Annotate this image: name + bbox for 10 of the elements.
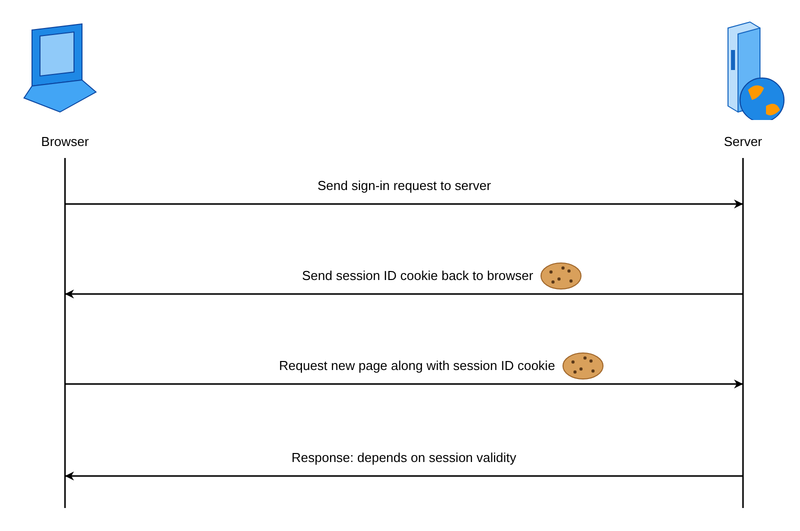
message-label: Response: depends on session validity [292, 450, 516, 465]
message-arrow [65, 472, 743, 480]
message-label: Send sign-in request to server [318, 178, 491, 193]
actor-label: Server [722, 134, 764, 149]
message-arrow [65, 380, 743, 388]
actor-label: Browser [40, 134, 90, 149]
message-label: Request new page along with session ID cookie [279, 358, 556, 373]
message-arrow [65, 200, 743, 208]
message-label: Send session ID cookie back to browser [302, 268, 534, 283]
message-arrow [65, 290, 743, 298]
